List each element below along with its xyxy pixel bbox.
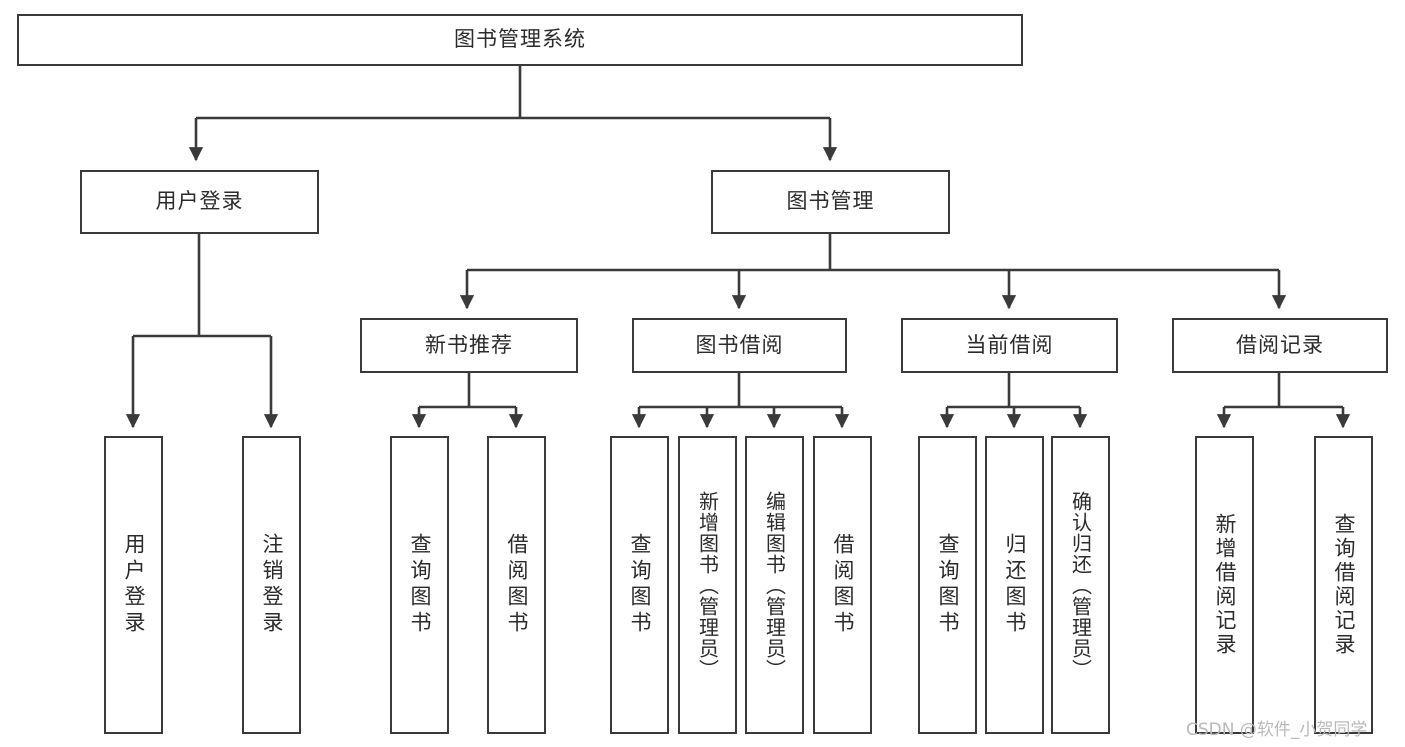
- node-book-manage-label: 图书管理: [786, 189, 875, 214]
- node-borrow-record-label: 借阅记录: [1236, 332, 1324, 357]
- node-leaf-return-book[interactable]: 归还图书: [985, 436, 1044, 734]
- node-user-login-label: 用户登录: [155, 189, 244, 214]
- node-leaf-query-record-label: 查询借阅记录: [1332, 513, 1356, 657]
- node-leaf-user-logout[interactable]: 注销登录: [242, 436, 301, 734]
- node-leaf-borrow-book-1[interactable]: 借阅图书: [487, 436, 546, 734]
- node-root[interactable]: 图书管理系统: [17, 14, 1023, 66]
- node-leaf-return-book-label: 归还图书: [1003, 533, 1027, 637]
- node-book-borrow-label: 图书借阅: [695, 332, 784, 357]
- node-leaf-add-book[interactable]: 新增图书（管理员）: [678, 436, 737, 734]
- node-leaf-user-login[interactable]: 用户登录: [104, 436, 163, 734]
- node-leaf-confirm-return[interactable]: 确认归还（管理员）: [1051, 436, 1110, 734]
- node-leaf-add-record-label: 新增借阅记录: [1213, 513, 1237, 657]
- node-leaf-borrow-book-2[interactable]: 借阅图书: [813, 436, 872, 734]
- node-leaf-confirm-return-label: 确认归还（管理员）: [1068, 490, 1093, 680]
- node-user-login[interactable]: 用户登录: [80, 170, 319, 234]
- node-leaf-add-book-label: 新增图书（管理员）: [695, 490, 720, 680]
- node-current-borrow-label: 当前借阅: [965, 332, 1054, 357]
- node-leaf-query-book-2[interactable]: 查询图书: [610, 436, 669, 734]
- node-leaf-edit-book[interactable]: 编辑图书（管理员）: [745, 436, 804, 734]
- node-current-borrow[interactable]: 当前借阅: [901, 318, 1118, 373]
- node-leaf-query-book-3[interactable]: 查询图书: [918, 436, 977, 734]
- node-leaf-user-login-label: 用户登录: [122, 533, 146, 637]
- node-book-manage[interactable]: 图书管理: [711, 170, 950, 234]
- node-leaf-user-logout-label: 注销登录: [260, 533, 284, 637]
- node-leaf-add-record[interactable]: 新增借阅记录: [1195, 436, 1254, 734]
- node-leaf-borrow-book-1-label: 借阅图书: [505, 533, 529, 637]
- node-leaf-query-book-2-label: 查询图书: [628, 533, 652, 637]
- node-leaf-query-record[interactable]: 查询借阅记录: [1314, 436, 1373, 734]
- watermark: CSDN @软件_小贺同学: [1186, 720, 1368, 740]
- node-borrow-record[interactable]: 借阅记录: [1172, 318, 1388, 373]
- node-leaf-query-book-1[interactable]: 查询图书: [390, 436, 449, 734]
- node-root-label: 图书管理系统: [454, 27, 586, 52]
- node-leaf-query-book-1-label: 查询图书: [408, 533, 432, 637]
- node-new-book-rec-label: 新书推荐: [425, 332, 513, 357]
- node-leaf-borrow-book-2-label: 借阅图书: [831, 533, 855, 637]
- node-book-borrow[interactable]: 图书借阅: [632, 318, 847, 373]
- node-leaf-query-book-3-label: 查询图书: [936, 533, 960, 637]
- node-leaf-edit-book-label: 编辑图书（管理员）: [762, 490, 787, 680]
- node-new-book-rec[interactable]: 新书推荐: [360, 318, 578, 373]
